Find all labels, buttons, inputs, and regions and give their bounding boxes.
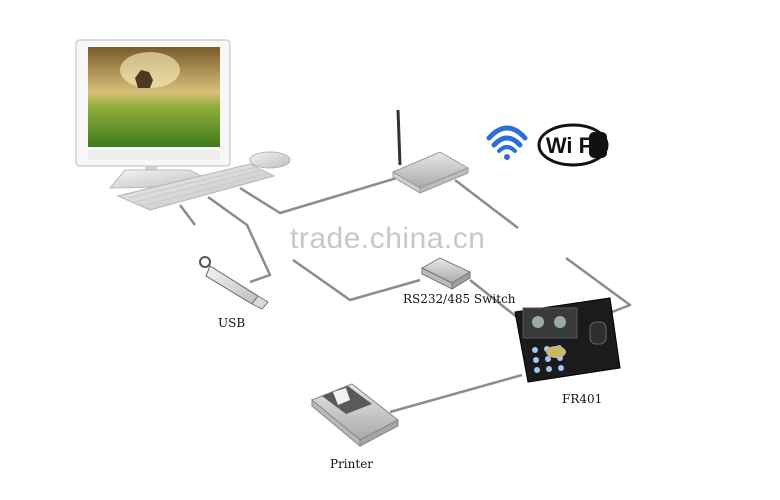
printer [311, 383, 399, 448]
computer [75, 39, 291, 211]
cable-pc-router [239, 175, 401, 215]
router [391, 109, 470, 194]
cable-pc-switch [179, 204, 196, 226]
usb-label: USB [218, 316, 246, 330]
cable-router-device [454, 179, 519, 229]
printer-label: Printer [330, 457, 374, 471]
usb-drive [199, 256, 269, 310]
mouse [249, 151, 291, 169]
cable-printer-device [389, 373, 523, 414]
rs232-switch [420, 257, 472, 290]
fr401-device [514, 297, 621, 383]
cable-lines [179, 175, 632, 414]
cable-switch-left [292, 258, 421, 302]
switch-label: RS232/485 Switch [403, 292, 516, 306]
cable-pc-usb [207, 195, 272, 284]
wifi-logo: Wi Fi [537, 123, 609, 167]
device-label: FR401 [562, 392, 603, 406]
cable-router-device-2 [565, 256, 632, 314]
wifi-icon [486, 125, 528, 160]
watermark: trade.china.cn [290, 222, 486, 255]
cable-switch-device [469, 279, 519, 319]
router-antenna [396, 109, 402, 166]
wifi-logo-text: Wi Fi [546, 133, 598, 158]
